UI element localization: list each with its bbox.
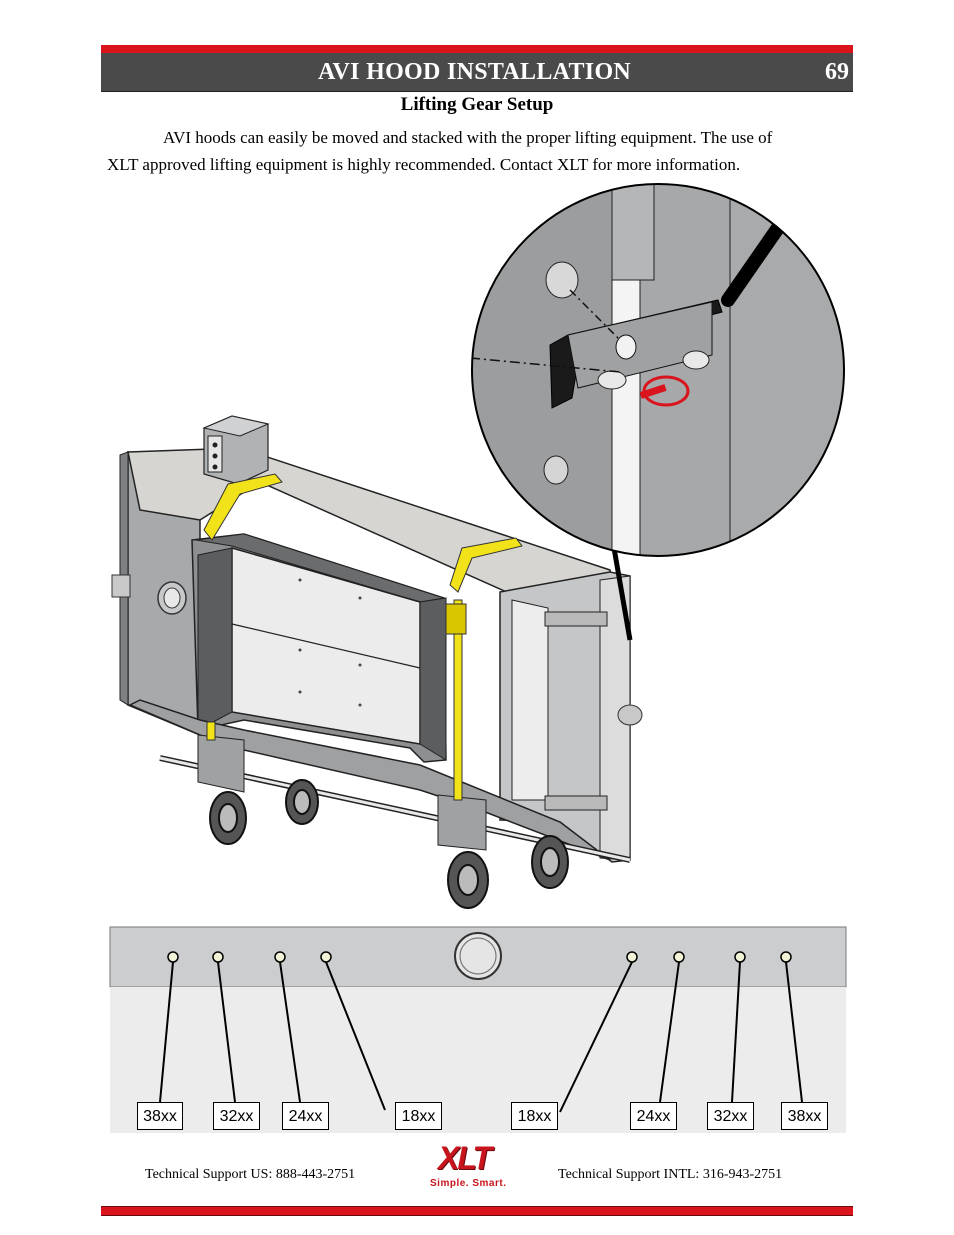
- size-label-24xx-left: 24xx: [282, 1102, 329, 1130]
- size-label-38xx-left: 38xx: [137, 1102, 183, 1130]
- size-label-32xx-left: 32xx: [213, 1102, 260, 1130]
- header-red-bar: [101, 45, 853, 53]
- lifting-bracket-detail: [472, 184, 844, 556]
- body-paragraph: AVI hoods can easily be moved and stacke…: [107, 124, 847, 178]
- footer-red-bar: [101, 1206, 853, 1216]
- size-label-32xx-right: 32xx: [707, 1102, 754, 1130]
- tech-support-intl: Technical Support INTL: 316-943-2751: [558, 1167, 783, 1182]
- size-label-38xx-right: 38xx: [781, 1102, 828, 1130]
- label-leader-lines: [159, 961, 803, 1113]
- paragraph-line-2: XLT approved lifting equipment is highly…: [107, 155, 741, 174]
- lifting-straps: [203, 473, 523, 801]
- paragraph-line-1: AVI hoods can easily be moved and stacke…: [163, 128, 773, 147]
- page-title: AVI HOOD INSTALLATION: [318, 59, 632, 85]
- size-label-18xx-right: 18xx: [511, 1102, 558, 1130]
- tech-support-us: Technical Support US: 888-443-2751: [145, 1167, 356, 1182]
- bolt-hole-markers: [167, 951, 792, 963]
- header-band: [101, 53, 853, 92]
- size-label-24xx-right: 24xx: [630, 1102, 677, 1130]
- xlt-logo-text: XLT: [438, 1140, 492, 1176]
- caster-wheels: [209, 779, 569, 909]
- section-subtitle: Lifting Gear Setup: [400, 94, 554, 115]
- xlt-logo-tagline: Simple. Smart.: [430, 1178, 507, 1189]
- page-number: 69: [825, 59, 849, 85]
- xlt-logo: XLT Simple. Smart.: [428, 1140, 528, 1190]
- size-label-18xx-left: 18xx: [395, 1102, 442, 1130]
